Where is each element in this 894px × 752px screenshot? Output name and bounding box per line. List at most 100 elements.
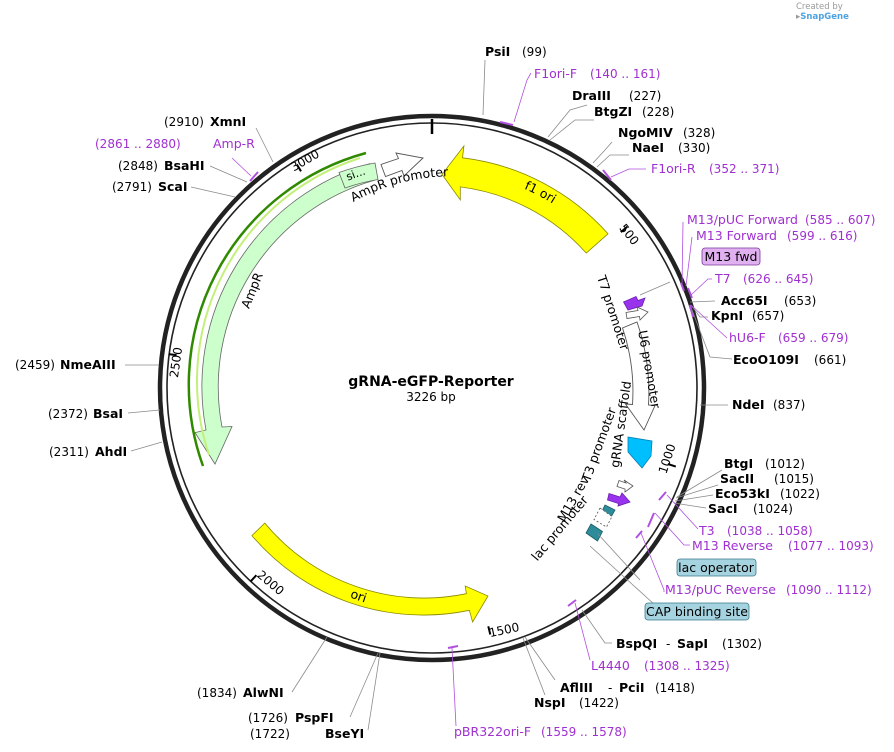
svg-text:CAP binding site: CAP binding site	[646, 604, 748, 619]
primer-m13puc-reverse: M13/pUC Reverse(1090 .. 1112)	[665, 582, 872, 597]
svg-text:(1015): (1015)	[774, 472, 814, 486]
primer-l4440: L4440(1308 .. 1325)	[591, 658, 730, 673]
svg-text:(2861 .. 2880): (2861 .. 2880)	[95, 137, 181, 151]
svg-text:(352 .. 371): (352 .. 371)	[709, 162, 779, 176]
svg-text:(1834): (1834)	[197, 686, 237, 700]
svg-text:pBR322ori-F: pBR322ori-F	[454, 724, 531, 739]
svg-text:(2791): (2791)	[112, 180, 152, 194]
svg-text:M13/pUC Reverse: M13/pUC Reverse	[665, 582, 776, 597]
svg-text:-: -	[666, 637, 670, 651]
m13-fwd-box[interactable]: M13 fwd	[701, 247, 761, 266]
svg-text:2000: 2000	[254, 568, 286, 598]
ampr-small-feature[interactable]: si...	[338, 162, 379, 189]
svg-text:(1077 .. 1093): (1077 .. 1093)	[788, 539, 874, 553]
svg-text:-: -	[608, 681, 612, 695]
svg-text:NaeI: NaeI	[632, 140, 664, 155]
svg-text:(1722): (1722)	[250, 727, 290, 741]
site-ahdi: (2311)AhdI	[49, 444, 127, 459]
site-xmni: (2910)XmnI	[164, 114, 246, 129]
lac-promoter-feature[interactable]: lac promoter	[528, 492, 613, 564]
svg-text:BtgI: BtgI	[724, 456, 753, 471]
cap-site-feature[interactable]	[585, 523, 604, 542]
primer-leaders	[231, 72, 728, 727]
svg-text:2500: 2500	[167, 346, 185, 378]
plasmid-backbone	[157, 113, 707, 663]
svg-text:Acc65I: Acc65I	[721, 293, 768, 308]
svg-text:NdeI: NdeI	[732, 397, 765, 412]
svg-text:F1ori-R: F1ori-R	[651, 161, 696, 176]
svg-text:M13/pUC Forward: M13/pUC Forward	[687, 212, 798, 227]
svg-text:EcoO109I: EcoO109I	[733, 352, 799, 367]
svg-text:NmeAIII: NmeAIII	[60, 357, 116, 372]
tick-1000: 1000	[656, 442, 679, 475]
tick-500: 500	[616, 221, 641, 248]
svg-text:(1422): (1422)	[579, 696, 619, 710]
ori-feature[interactable]: ori	[251, 522, 489, 624]
cap-site-box[interactable]: CAP binding site	[644, 602, 750, 621]
svg-text:(2910): (2910)	[164, 115, 204, 129]
svg-text:Eco53kI: Eco53kI	[715, 486, 770, 501]
svg-text:F1ori-F: F1ori-F	[534, 66, 577, 81]
primer-pbr322ori-f: pBR322ori-F(1559 .. 1578)	[454, 724, 627, 739]
svg-text:PciI: PciI	[619, 680, 645, 695]
site-scai: (2791)ScaI	[112, 179, 188, 194]
svg-text:SapI: SapI	[677, 636, 708, 651]
svg-text:(2459): (2459)	[15, 358, 55, 372]
lac-promoter-label: lac promoter	[528, 492, 591, 564]
primer-marks	[249, 121, 694, 649]
site-ngomiv: NgoMIV(328)	[618, 125, 715, 140]
svg-text:(599 .. 616): (599 .. 616)	[787, 229, 857, 243]
ori-label: ori	[349, 586, 369, 606]
svg-text:AflIII: AflIII	[560, 680, 593, 695]
svg-text:(661): (661)	[814, 353, 846, 367]
site-eco53ki: Eco53kI(1022)	[715, 486, 820, 501]
tick-2500: 2500	[167, 346, 185, 378]
svg-text:PsiI: PsiI	[485, 44, 510, 59]
svg-text:(653): (653)	[784, 294, 816, 308]
svg-text:(227): (227)	[629, 89, 661, 103]
svg-text:BseYI: BseYI	[325, 726, 364, 741]
site-btgi: BtgI (1012)	[724, 456, 805, 471]
site-ecoo109i: EcoO109I (661)	[733, 352, 846, 367]
site-btgzi: BtgZI (228)	[594, 104, 674, 119]
svg-text:BsaI: BsaI	[93, 406, 123, 421]
svg-text:(1012): (1012)	[765, 457, 805, 471]
svg-text:(328): (328)	[683, 126, 715, 140]
primer-f1ori-r: F1ori-R (352 .. 371)	[651, 161, 779, 176]
svg-text:T3: T3	[698, 523, 715, 538]
svg-text:M13 Reverse: M13 Reverse	[692, 538, 773, 553]
svg-text:(626 .. 645): (626 .. 645)	[743, 272, 813, 286]
site-pspfi: (1726)PspFI	[248, 710, 334, 725]
svg-text:lac operator: lac operator	[678, 560, 755, 575]
ampr-small-label: si...	[344, 165, 367, 184]
ampr-feature[interactable]: AmpR	[187, 151, 375, 467]
svg-text:DraIII: DraIII	[572, 88, 611, 103]
snapgene-credit: Created by ▸SnapGene	[796, 2, 849, 22]
primer-labels: F1ori-F(140 .. 161) F1ori-R(352 .. 371) …	[95, 66, 875, 739]
svg-text:M13 fwd: M13 fwd	[704, 249, 757, 264]
svg-text:ori: ori	[349, 586, 369, 606]
svg-text:(99): (99)	[522, 45, 547, 59]
svg-text:(837): (837)	[773, 398, 805, 412]
lac-operator-box[interactable]: lac operator	[676, 558, 757, 577]
site-kpni: KpnI(657)	[711, 308, 784, 323]
tick-3000: 3000	[288, 147, 321, 174]
svg-text:(228): (228)	[642, 105, 674, 119]
svg-text:AlwNI: AlwNI	[243, 685, 284, 700]
svg-text:L4440: L4440	[591, 658, 630, 673]
svg-text:(1302): (1302)	[722, 637, 762, 651]
svg-text:si...: si...	[344, 165, 367, 184]
svg-text:SacII: SacII	[720, 471, 754, 486]
svg-text:1000: 1000	[656, 442, 679, 475]
svg-text:(1038 .. 1058): (1038 .. 1058)	[727, 524, 813, 538]
plasmid-length: 3226 bp	[406, 390, 456, 404]
site-acc65i: Acc65I (653)	[721, 293, 816, 308]
tick-1500: 1500	[487, 620, 521, 640]
svg-text:PspFI: PspFI	[295, 710, 334, 725]
primer-m13puc-forward: M13/pUC Forward (585 .. 607)	[687, 212, 875, 227]
svg-text:BtgZI: BtgZI	[594, 104, 632, 119]
primer-hu6-f: hU6-F(659 .. 679)	[729, 330, 848, 345]
svg-text:(585 .. 607): (585 .. 607)	[805, 213, 875, 227]
site-draiii: DraIII (227)	[572, 88, 661, 103]
